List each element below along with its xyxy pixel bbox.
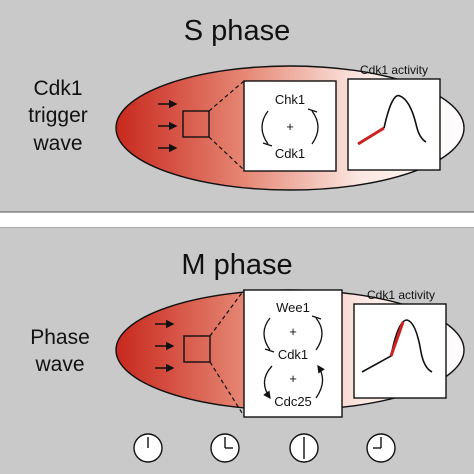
top-zoom-region — [182, 110, 210, 138]
top-activity-highlight — [357, 126, 385, 146]
bottom-inhibition-arc-left — [263, 317, 271, 351]
bottom-network-node-1: Wee1 — [276, 300, 310, 315]
top-zoom-line — [208, 136, 245, 171]
bottom-zoom-line — [209, 289, 245, 337]
bottom-network-plus-2: + — [289, 371, 297, 386]
bottom-zoom-region — [183, 335, 211, 363]
clock-icon — [133, 433, 163, 463]
clock-icon — [366, 433, 396, 463]
top-inhibition-arc-left — [261, 110, 269, 145]
top-activity-label: Cdk1 activity — [360, 63, 428, 77]
bottom-zoom-line — [209, 361, 245, 417]
top-network-node-2: Cdk1 — [275, 146, 305, 161]
clock-icon — [289, 433, 319, 463]
top-side-label-line-3: wave — [32, 132, 82, 155]
bottom-network-node-3: Cdc25 — [274, 394, 312, 409]
top-panel-title: S phase — [184, 15, 290, 47]
top-network-plus: + — [286, 119, 294, 134]
bottom-activity-highlight — [389, 321, 405, 357]
top-activity-plot-box — [347, 78, 441, 171]
bottom-panel-title: M phase — [181, 249, 292, 281]
top-activity-curve — [383, 94, 427, 143]
bottom-network-plus-1: + — [289, 324, 297, 339]
panel-separator — [0, 212, 474, 228]
clock-icon — [210, 433, 240, 463]
top-side-label-line-2: trigger — [28, 104, 88, 127]
top-inhibition-bar — [262, 142, 273, 147]
top-inhibition-bar — [307, 108, 318, 113]
top-network-node-1: Chk1 — [275, 92, 305, 107]
bottom-activity-curve — [361, 319, 433, 373]
bottom-inhibition-arc-right — [315, 317, 323, 351]
bottom-side-label-line-2: wave — [34, 353, 84, 376]
bottom-network-node-2: Cdk1 — [278, 347, 308, 362]
bottom-activation-arc-left — [263, 365, 273, 400]
top-zoom-line — [208, 80, 245, 112]
bottom-activation-arc-right — [315, 364, 325, 399]
top-side-label-line-1: Cdk1 — [33, 77, 82, 100]
bottom-inhibition-bar — [264, 348, 275, 353]
top-inhibition-arc-right — [311, 110, 319, 145]
bottom-network-box — [243, 289, 343, 418]
top-network-box — [243, 80, 337, 172]
bottom-side-label-line-1: Phase — [30, 326, 90, 349]
bottom-activity-label: Cdk1 activity — [367, 288, 435, 302]
bottom-activity-plot-box — [353, 303, 447, 399]
bottom-inhibition-bar — [311, 315, 322, 320]
